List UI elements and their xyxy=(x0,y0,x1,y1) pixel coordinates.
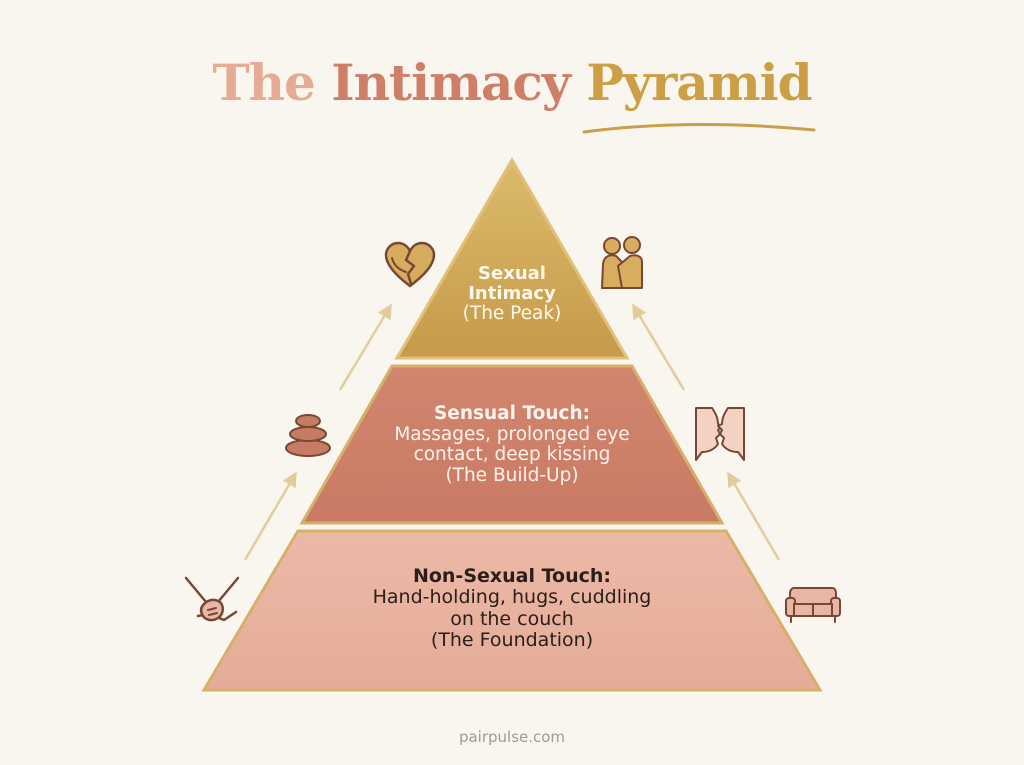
peak-caption: (The Peak) xyxy=(462,303,562,325)
tier-peak xyxy=(394,157,630,360)
foundation-line1: Hand-holding, hugs, cuddling xyxy=(372,586,652,609)
stacked-stones-icon xyxy=(285,414,331,457)
tier-foundation-label: Non-Sexual Touch: Hand-holding, hugs, cu… xyxy=(312,565,712,651)
tier-peak-label: Sexual Intimacy (The Peak) xyxy=(412,263,612,325)
title-word-the: The xyxy=(212,53,315,112)
title-underline xyxy=(582,122,816,134)
foundation-caption: (The Foundation) xyxy=(430,628,594,651)
tier-foundation xyxy=(201,529,823,692)
arrow-right-upper xyxy=(632,303,686,391)
tier-build-up-label: Sensual Touch: Massages, prolonged eye c… xyxy=(352,403,672,487)
peak-heading-line2: Intimacy xyxy=(468,283,556,305)
arrow-left-upper xyxy=(338,303,392,391)
faces-kissing-icon xyxy=(695,407,745,461)
title-word-pyramid: Pyramid xyxy=(586,53,812,112)
arrow-right-lower xyxy=(727,471,781,561)
foundation-line2: on the couch xyxy=(450,607,574,630)
build-up-caption: (The Build-Up) xyxy=(445,465,579,487)
title-word-intimacy: Intimacy xyxy=(331,53,571,112)
build-up-line1: Massages, prolonged eye xyxy=(394,423,630,445)
embracing-couple-icon xyxy=(601,236,643,289)
page-title: The Intimacy Pyramid xyxy=(0,58,1024,108)
foundation-heading: Non-Sexual Touch: xyxy=(412,565,612,587)
footer-website: pairpulse.com xyxy=(458,728,566,746)
tier-build-up xyxy=(299,364,725,525)
peak-heading: Sexual xyxy=(478,263,546,284)
broken-heart-icon xyxy=(384,241,436,288)
couch-icon xyxy=(785,587,841,623)
build-up-heading: Sensual Touch: xyxy=(433,403,591,424)
arrow-left-lower xyxy=(243,471,297,561)
holding-hands-icon xyxy=(184,576,240,622)
build-up-line2: contact, deep kissing xyxy=(413,444,611,466)
